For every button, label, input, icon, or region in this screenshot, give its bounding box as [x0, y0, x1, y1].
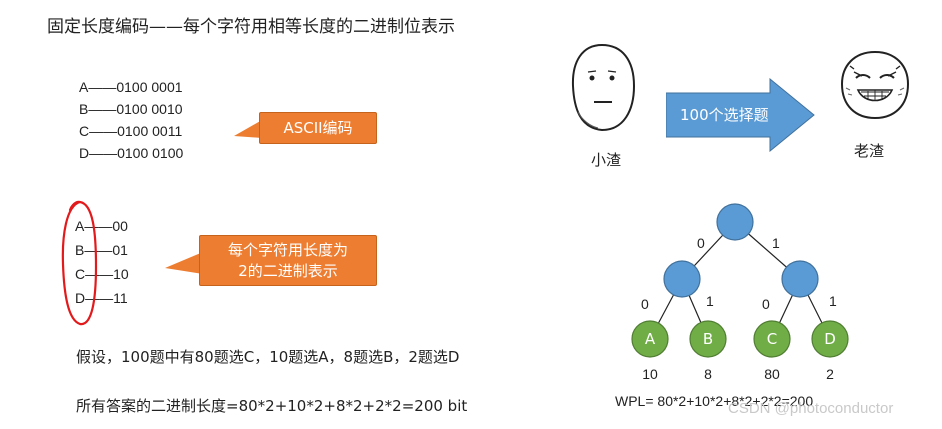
- page-title: 固定长度编码——每个字符用相等长度的二进制位表示: [47, 12, 455, 37]
- leaf-letter-d: D: [812, 330, 848, 348]
- fixed-callout: 每个字符用长度为 2的二进制表示: [199, 235, 377, 286]
- poker-face-icon: [568, 42, 640, 134]
- arrow-label: 100个选择题: [680, 104, 769, 125]
- left-internal-node: [664, 261, 700, 297]
- root-node: [717, 204, 753, 240]
- ascii-callout: ASCII编码: [259, 112, 377, 144]
- ascii-code-a: A——0100 0001: [79, 76, 183, 98]
- left-face-label: 小渣: [591, 149, 621, 170]
- leaf-weight-a: 10: [632, 366, 668, 382]
- ascii-code-b: B——0100 0010: [79, 98, 183, 120]
- ascii-code-list: A——0100 0001 B——0100 0010 C——0100 0011 D…: [79, 76, 183, 164]
- leaf-letter-a: A: [632, 330, 668, 348]
- edge-label-l-right: 1: [706, 293, 714, 309]
- edge-label-root-left: 0: [697, 235, 705, 251]
- red-circle-mark: [58, 196, 104, 330]
- leaf-weight-d: 2: [812, 366, 848, 382]
- fixed-callout-line1: 每个字符用长度为: [228, 240, 348, 261]
- assumption-text: 假设，100题中有80题选C，10题选A，8题选B，2题选D: [76, 346, 459, 367]
- leaf-letter-c: C: [754, 330, 790, 348]
- leaf-letter-b: B: [690, 330, 726, 348]
- fixed-callout-pointer: [163, 250, 203, 280]
- edge-label-l-left: 0: [641, 296, 649, 312]
- right-internal-node: [782, 261, 818, 297]
- grin-face-icon: [836, 48, 914, 122]
- edge-label-root-right: 1: [772, 235, 780, 251]
- ascii-code-c: C——0100 0011: [79, 120, 183, 142]
- ascii-callout-pointer: [232, 118, 262, 142]
- leaf-weight-c: 80: [754, 366, 790, 382]
- edge-label-r-right: 1: [829, 293, 837, 309]
- watermark: CSDN @photoconductor: [728, 400, 893, 417]
- leaf-weight-b: 8: [690, 366, 726, 382]
- ascii-code-d: D——0100 0100: [79, 142, 183, 164]
- fixed-callout-line2: 2的二进制表示: [238, 261, 338, 282]
- right-face-label: 老渣: [854, 140, 884, 161]
- edge-label-r-left: 0: [762, 296, 770, 312]
- total-length-text: 所有答案的二进制长度=80*2+10*2+8*2+2*2=200 bit: [76, 395, 467, 416]
